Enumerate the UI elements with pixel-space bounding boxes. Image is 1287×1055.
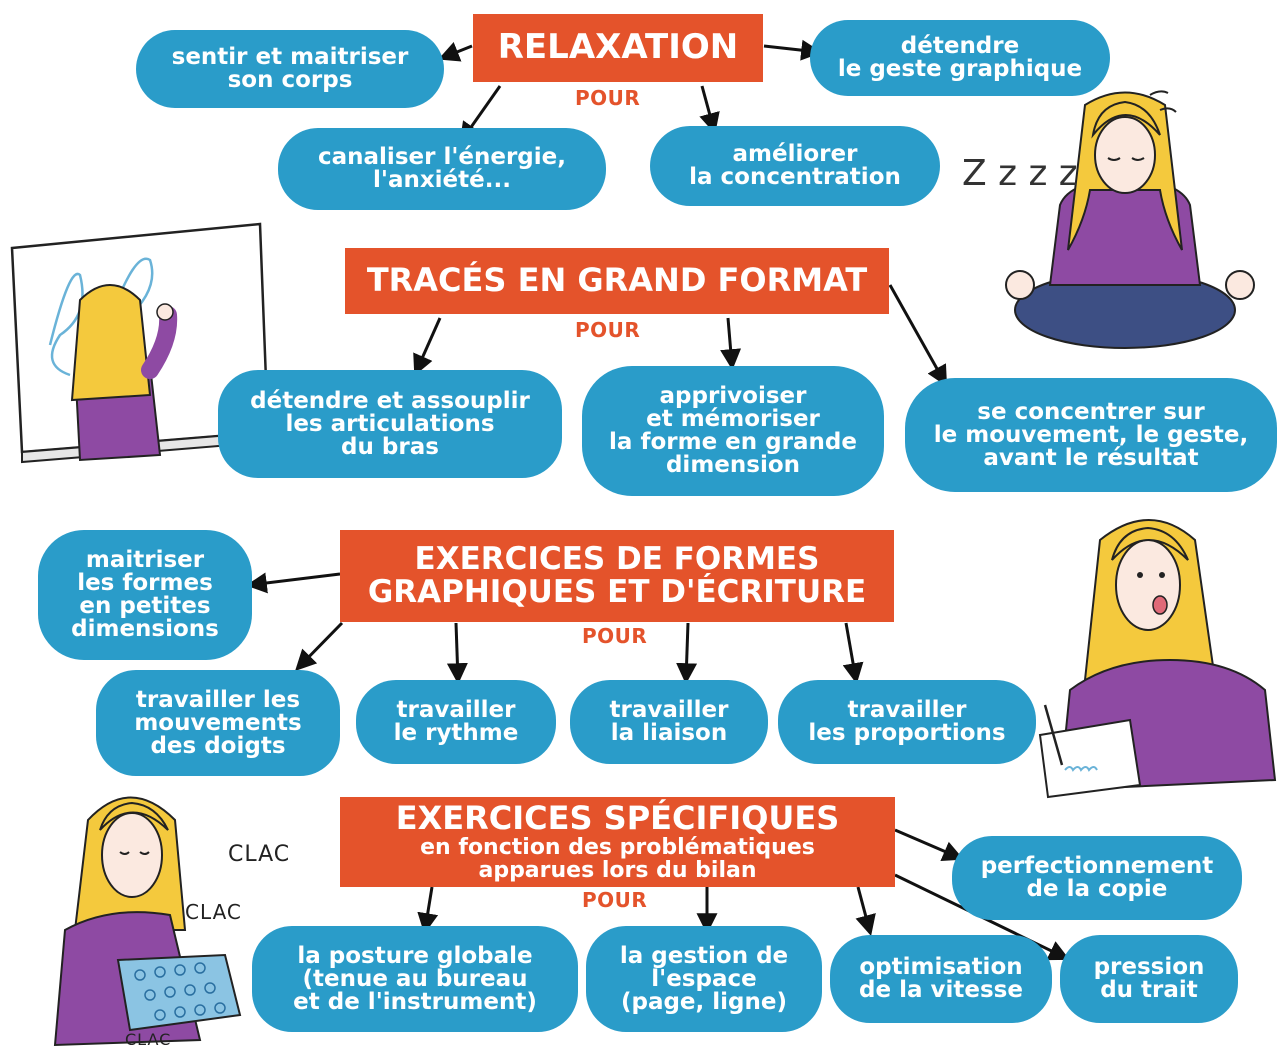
bubblewrap-girl-illustration xyxy=(53,796,242,1047)
arrow-formes-left xyxy=(245,572,341,594)
grand-format-title: TRACÉS EN GRAND FORMAT xyxy=(366,261,868,300)
formes-title-line2: GRAPHIQUES ET D'ÉCRITURE xyxy=(367,574,867,610)
arrow-spec-right xyxy=(894,828,964,861)
relaxation-bubble-4: améliorer la concentration xyxy=(650,126,940,206)
specifiques-pour: POUR xyxy=(582,888,648,912)
relaxation-bubble-1-text: sentir et maitriser son corps xyxy=(171,44,409,93)
formes-pour: POUR xyxy=(582,624,648,648)
relaxation-bubble-4-text: améliorer la concentration xyxy=(689,141,901,190)
relaxation-bubble-1: sentir et maitriser son corps xyxy=(136,30,444,108)
formes-bubble-1: maitriser les formes en petites dimensio… xyxy=(38,530,252,660)
formes-bubble-2: travailler les mouvements des doigts xyxy=(96,670,340,776)
relaxation-header: RELAXATION xyxy=(473,14,763,82)
arrow-formes-down-1 xyxy=(295,621,344,672)
formes-bubble-2-text: travailler les mouvements des doigts xyxy=(134,686,302,759)
zzz-label: Z z z z xyxy=(962,153,1078,194)
specifiques-subtitle-line1: en fonction des problématiques xyxy=(420,834,815,860)
formes-bubble-5-text: travailler les proportions xyxy=(808,697,1006,746)
arrow-gf-middle xyxy=(720,317,742,371)
relaxation-bubble-2-text: détendre le geste graphique xyxy=(837,33,1083,82)
arrow-formes-down-4 xyxy=(842,622,864,685)
arrow-formes-down-3 xyxy=(676,622,698,685)
whiteboard-girl-illustration xyxy=(10,222,270,464)
arrow-spec-down-3 xyxy=(855,886,876,937)
specifiques-bubble-5-text: pression du trait xyxy=(1093,954,1205,1003)
arrow-spec-down-1 xyxy=(417,886,439,935)
relaxation-bubble-2: détendre le geste graphique xyxy=(810,20,1110,96)
grand-format-bubble-3-text: se concentrer sur le mouvement, le geste… xyxy=(933,398,1249,471)
grand-format-bubble-2: apprivoiser et mémoriser la forme en gra… xyxy=(582,366,884,496)
grand-format-bubble-2-text: apprivoiser et mémoriser la forme en gra… xyxy=(609,383,857,478)
arrow-gf-left xyxy=(413,317,442,376)
arrow-relax-right xyxy=(763,39,823,61)
relaxation-bubble-3: canaliser l'énergie, l'anxiété... xyxy=(278,128,606,210)
relaxation-pour: POUR xyxy=(575,86,641,110)
specifiques-bubble-3: la gestion de l'espace (page, ligne) xyxy=(586,926,822,1032)
arrow-formes-down-2 xyxy=(446,622,468,685)
formes-title-line1: EXERCICES DE FORMES xyxy=(414,541,820,578)
grand-format-bubble-1-text: détendre et assouplir les articulations … xyxy=(250,387,530,460)
formes-bubble-3: travailler le rythme xyxy=(356,680,556,764)
specifiques-bubble-4-text: optimisation de la vitesse xyxy=(859,954,1023,1003)
clac-label-3: CLAC xyxy=(125,1030,172,1049)
meditating-girl-illustration xyxy=(1005,90,1255,349)
arrows-grand-format xyxy=(413,284,948,387)
relaxation-bubble-3-text: canaliser l'énergie, l'anxiété... xyxy=(318,144,566,193)
formes-bubble-4: travailler la liaison xyxy=(570,680,768,764)
relaxation-title: RELAXATION xyxy=(497,27,739,68)
specifiques-bubble-1-text: perfectionnement de la copie xyxy=(980,853,1214,902)
clac-label-2: CLAC xyxy=(185,900,242,924)
specifiques-bubble-2: la posture globale (tenue au bureau et d… xyxy=(252,926,578,1032)
girl-tongue-illustration xyxy=(1038,519,1277,799)
grand-format-header: TRACÉS EN GRAND FORMAT xyxy=(345,248,889,314)
arrow-relax-down-right xyxy=(699,85,720,135)
formes-bubble-1-text: maitriser les formes en petites dimensio… xyxy=(71,547,219,642)
specifiques-header: EXERCICES SPÉCIFIQUES en fonction des pr… xyxy=(340,797,895,887)
formes-bubble-3-text: travailler le rythme xyxy=(393,697,519,746)
formes-header: EXERCICES DE FORMES GRAPHIQUES ET D'ÉCRI… xyxy=(340,530,894,622)
specifiques-title: EXERCICES SPÉCIFIQUES xyxy=(395,799,840,838)
specifiques-bubble-3-text: la gestion de l'espace (page, ligne) xyxy=(619,942,789,1015)
specifiques-bubble-5: pression du trait xyxy=(1060,935,1238,1023)
clac-label-1: CLAC xyxy=(228,842,291,867)
arrow-gf-right xyxy=(888,284,948,387)
specifiques-bubble-1: perfectionnement de la copie xyxy=(952,836,1242,920)
specifiques-bubble-2-text: la posture globale (tenue au bureau et d… xyxy=(293,942,537,1015)
specifiques-bubble-4: optimisation de la vitesse xyxy=(830,935,1052,1023)
formes-bubble-5: travailler les proportions xyxy=(778,680,1036,764)
formes-bubble-4-text: travailler la liaison xyxy=(609,697,729,746)
arrows-relaxation xyxy=(438,39,823,144)
specifiques-subtitle-line2: apparues lors du bilan xyxy=(478,857,757,883)
grand-format-pour: POUR xyxy=(575,318,641,342)
grand-format-bubble-1: détendre et assouplir les articulations … xyxy=(218,370,562,478)
arrow-relax-left xyxy=(438,42,473,62)
grand-format-bubble-3: se concentrer sur le mouvement, le geste… xyxy=(905,378,1277,492)
arrows-formes xyxy=(245,572,864,685)
